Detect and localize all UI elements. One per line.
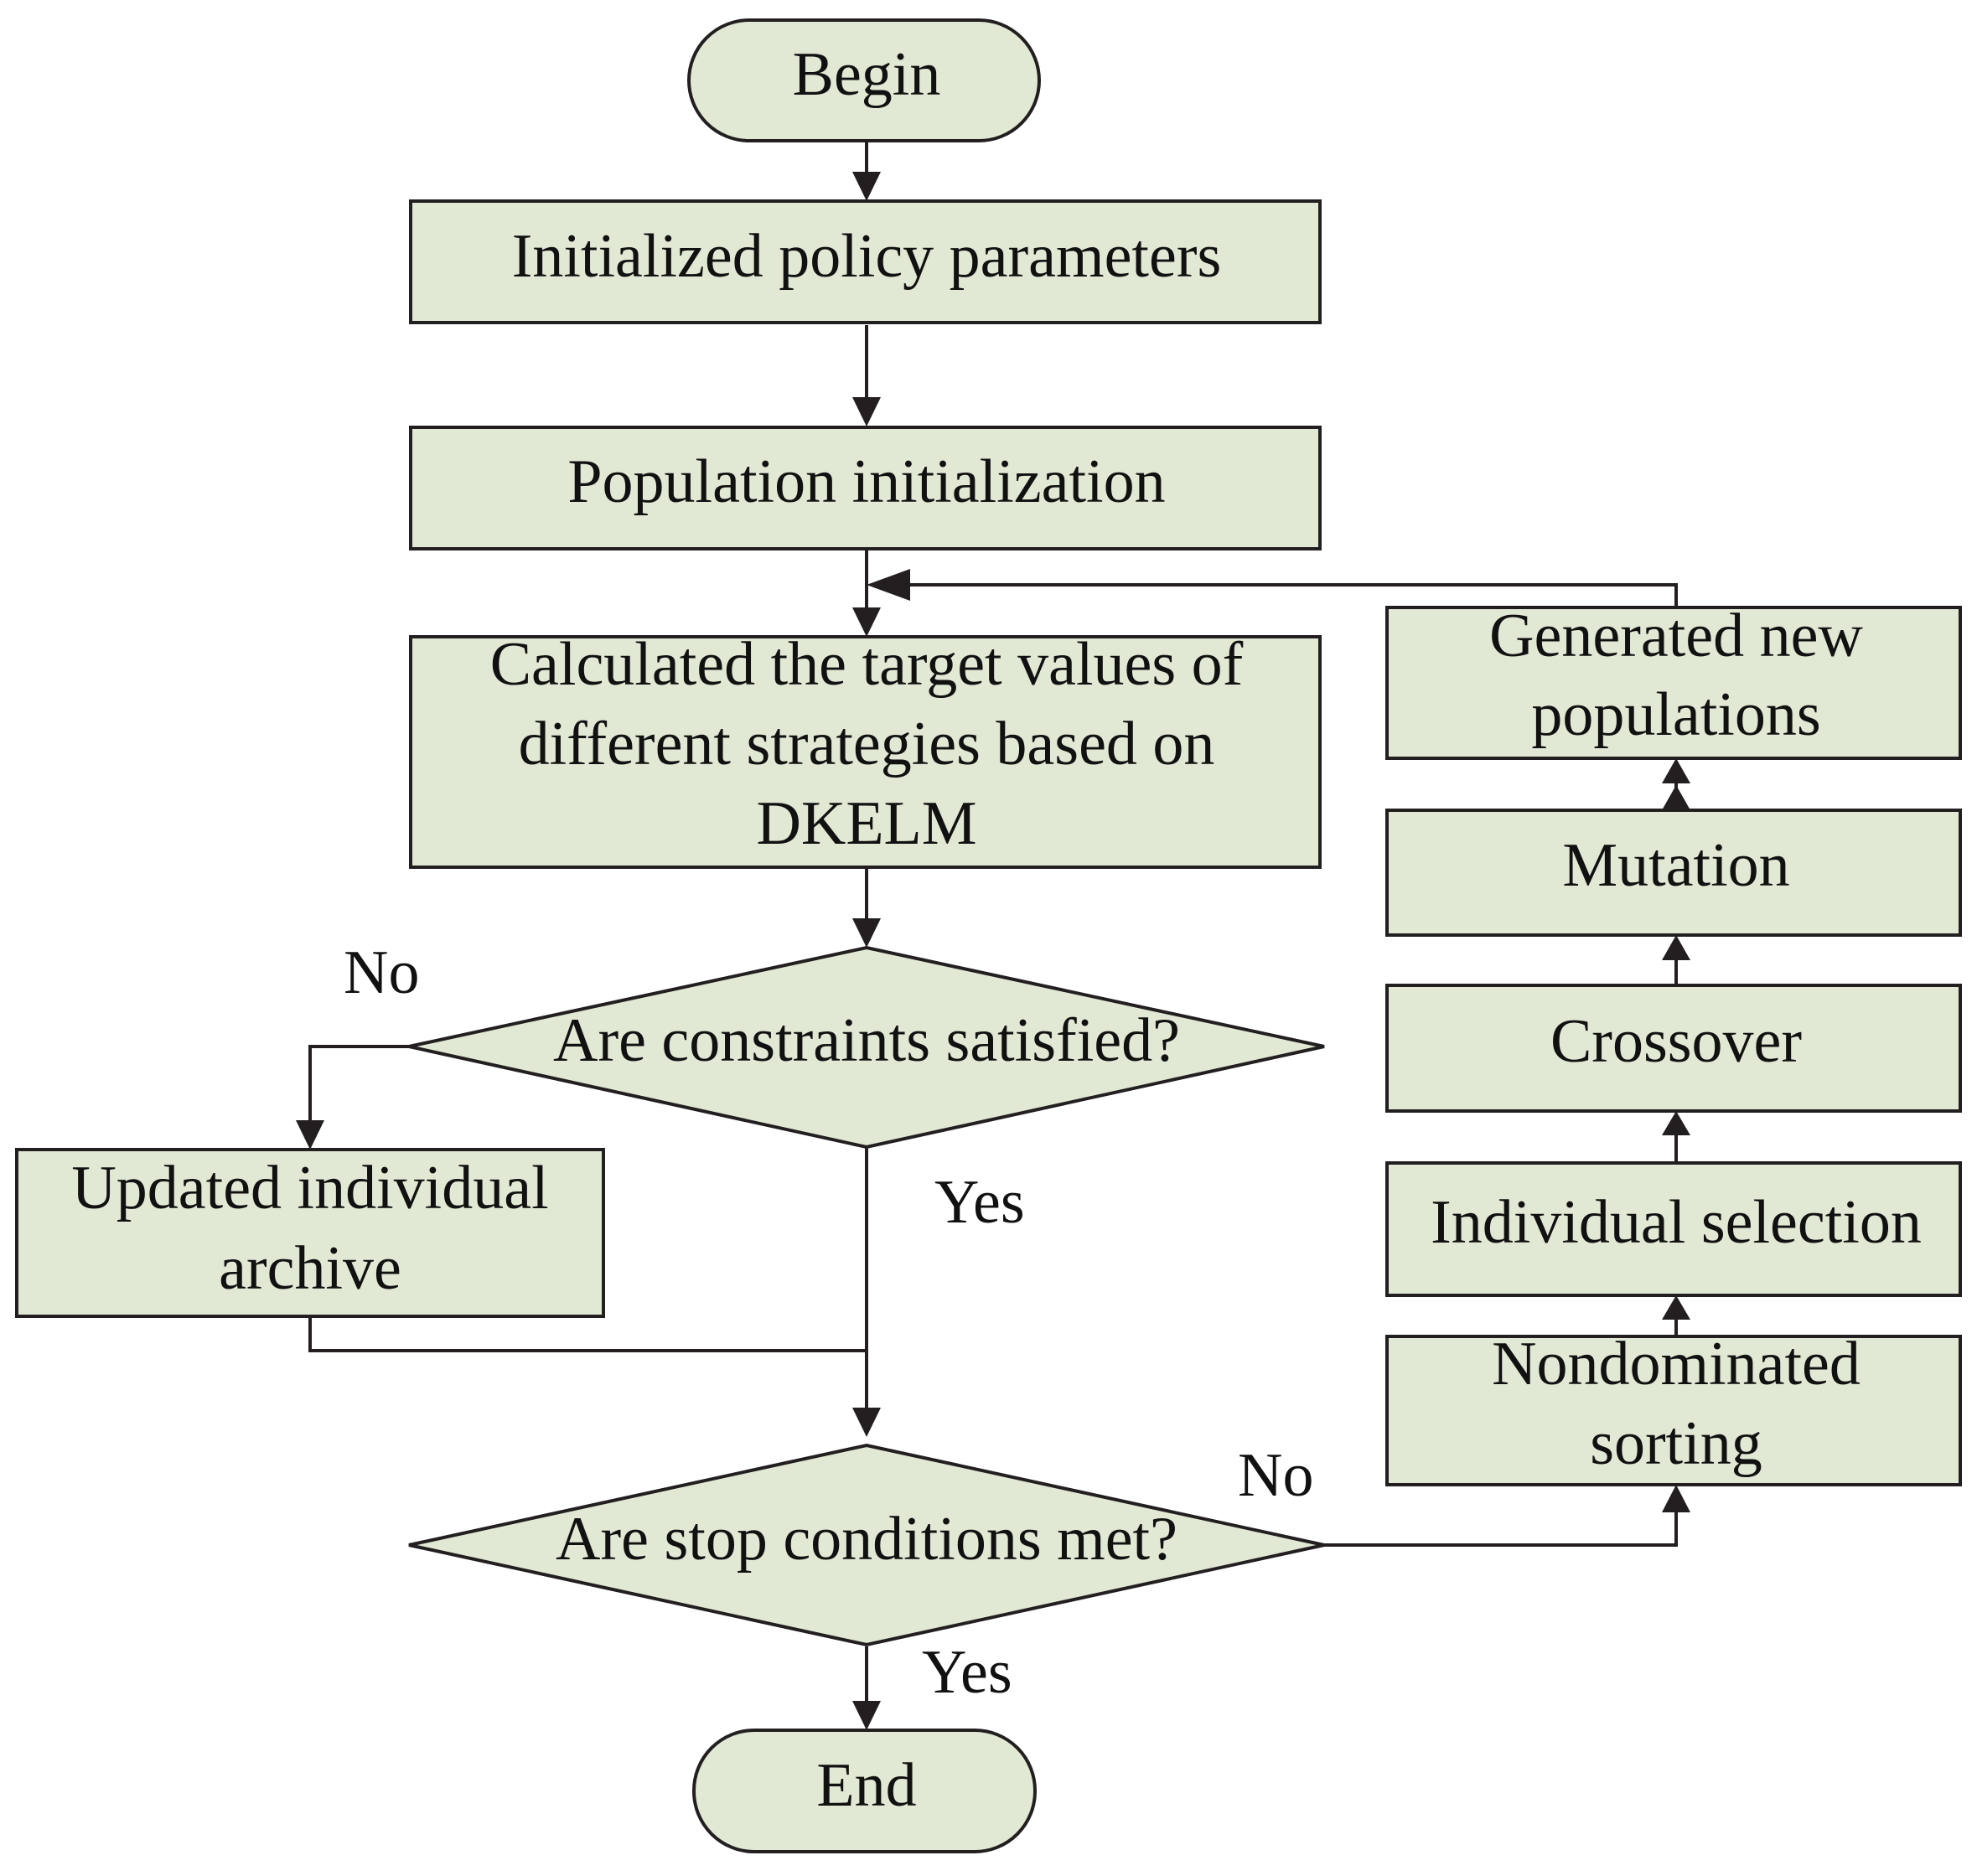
- new-pop-label-line2: populations: [1531, 680, 1820, 749]
- node-labels: Begin Initialized policy parameters Popu…: [71, 40, 1921, 1820]
- selection-label: Individual selection: [1431, 1188, 1922, 1257]
- arrowheads: [296, 172, 1690, 1730]
- calc-box: [409, 635, 1322, 869]
- shapes: [15, 18, 1962, 1853]
- begin-label: Begin: [793, 40, 941, 109]
- arrowhead: [852, 607, 881, 637]
- constraints-decision: [408, 945, 1325, 1150]
- arrowhead: [296, 1120, 324, 1150]
- stop-yes-label: Yes: [922, 1638, 1012, 1707]
- crossover-label: Crossover: [1550, 1007, 1802, 1076]
- update-archive-box: [15, 1148, 605, 1318]
- init-params-label: Initialized policy parameters: [512, 222, 1222, 291]
- edge-stop-no: [1324, 1512, 1678, 1547]
- edge-labels: No Yes No Yes: [344, 938, 1313, 1707]
- arrowhead: [1662, 785, 1690, 810]
- nondominated-box: [1385, 1335, 1962, 1486]
- constraints-label: Are constraints satisfied?: [553, 1006, 1180, 1075]
- update-archive-label-line2: archive: [219, 1234, 401, 1303]
- calc-label-line3: DKELM: [756, 789, 976, 858]
- calc-label-line1: Calculated the target values of: [490, 630, 1244, 699]
- end-terminator: [692, 1729, 1037, 1853]
- calc-label-line2: different strategies based on: [519, 710, 1215, 778]
- arrowhead: [1662, 1111, 1690, 1135]
- mutation-label: Mutation: [1562, 831, 1789, 900]
- nondominated-label-line1: Nondominated: [1492, 1330, 1861, 1398]
- stop-decision: [408, 1443, 1325, 1647]
- pop-init-box: [409, 426, 1322, 550]
- arrowhead: [1662, 935, 1690, 960]
- mutation-box: [1385, 809, 1962, 937]
- nondominated-label-line2: sorting: [1590, 1409, 1762, 1478]
- selection-box: [1385, 1161, 1962, 1297]
- edge-archive-merge: [308, 1317, 867, 1352]
- arrowhead: [852, 1701, 881, 1730]
- edge-constraints-no: [308, 1045, 409, 1120]
- arrowhead: [867, 569, 910, 601]
- pop-init-label: Population initialization: [567, 447, 1165, 516]
- init-params-box: [409, 199, 1322, 324]
- constraints-no-label: No: [344, 938, 419, 1007]
- stop-no-label: No: [1238, 1441, 1313, 1510]
- constraints-yes-label: Yes: [934, 1168, 1025, 1237]
- arrowhead: [1662, 758, 1690, 783]
- crossover-box: [1385, 984, 1962, 1113]
- new-pop-box: [1385, 606, 1962, 760]
- stop-label: Are stop conditions met?: [556, 1505, 1177, 1574]
- arrowhead: [1662, 1295, 1690, 1320]
- arrowhead: [852, 918, 881, 948]
- arrowhead: [852, 172, 881, 201]
- begin-terminator: [687, 18, 1041, 142]
- arrowhead: [852, 397, 881, 426]
- update-archive-label-line1: Updated individual: [71, 1154, 548, 1222]
- end-label: End: [816, 1751, 916, 1820]
- edge-newpop-loop: [905, 583, 1678, 607]
- arrowhead: [1662, 1485, 1690, 1512]
- arrowhead: [852, 1408, 881, 1437]
- new-pop-label-line1: Generated new: [1489, 602, 1863, 670]
